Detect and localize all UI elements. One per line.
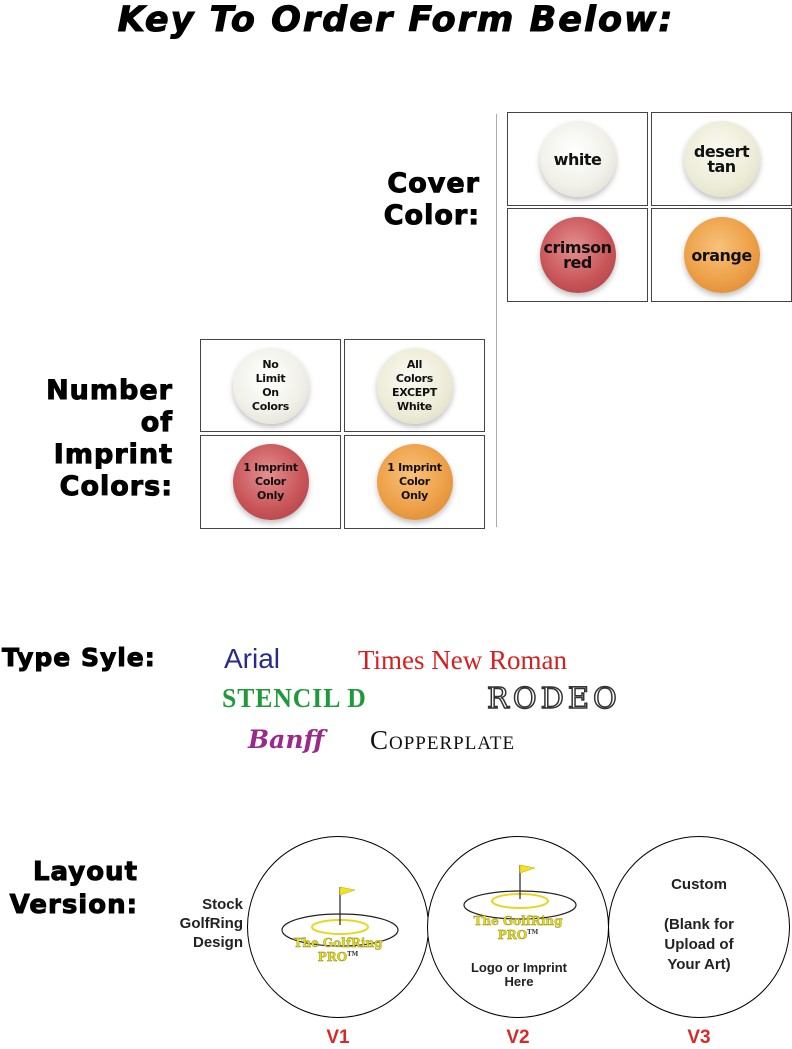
font-option-rodeo[interactable]: RODEO [486,680,621,716]
orange-ball-swatch: 1 Imprint Color Only [376,444,453,520]
imprint-no-limit-option[interactable]: No Limit On Colors [200,339,341,432]
stock-design-caption: Stock GolfRing Design [179,896,243,951]
logo-imprint-caption: Logo or Imprint Here [470,960,568,989]
font-option-times[interactable]: Times New Roman [358,645,568,675]
version-label-v1: V1 [326,1027,350,1048]
custom-caption: Custom (Blank for Upload of Your Art) [663,876,734,973]
imprint-colors-label: Number of Imprint Colors: [46,375,173,503]
golfring-pro-logo: The GolfRing PROTM [293,936,383,964]
type-style-label: Type Syle: [2,643,156,673]
golf-ring-icon [463,864,577,920]
layout-v2-option[interactable]: The GolfRing PROTM Logo or Imprint Here [427,836,609,1018]
white-ball-swatch: No Limit On Colors [232,347,309,424]
version-label-v2: V2 [506,1027,530,1048]
font-option-copperplate[interactable]: Copperplate [370,725,516,755]
font-option-stencil[interactable]: STENCIL D [222,683,367,713]
imprint-one-color-orange-option[interactable]: 1 Imprint Color Only [344,435,485,529]
layout-v3-option[interactable]: Custom (Blank for Upload of Your Art) [608,836,790,1018]
layout-v1-option[interactable]: The GolfRing PROTM [247,836,429,1018]
red-ball-swatch: 1 Imprint Color Only [232,444,309,520]
font-option-banff[interactable]: Banff [248,725,325,754]
orange-ball-swatch: orange [683,217,760,293]
imprint-one-color-red-option[interactable]: 1 Imprint Color Only [200,435,341,529]
cover-color-label: Cover Color: [383,168,480,232]
white-ball-swatch: white [539,121,616,197]
layout-version-label: Layout Version: [9,857,138,921]
imprint-all-except-white-option[interactable]: All Colors EXCEPT White [344,339,485,432]
cover-white-option[interactable]: white [507,112,648,206]
tan-ball-swatch: All Colors EXCEPT White [376,347,453,424]
cover-orange-option[interactable]: orange [651,208,792,302]
version-label-v3: V3 [687,1027,711,1048]
font-option-arial[interactable]: Arial [224,643,281,674]
page-title: Key To Order Form Below: [117,0,675,41]
golf-ring-icon [281,886,399,947]
golfring-pro-logo: The GolfRing PROTM [473,914,563,942]
section-divider [496,114,497,527]
